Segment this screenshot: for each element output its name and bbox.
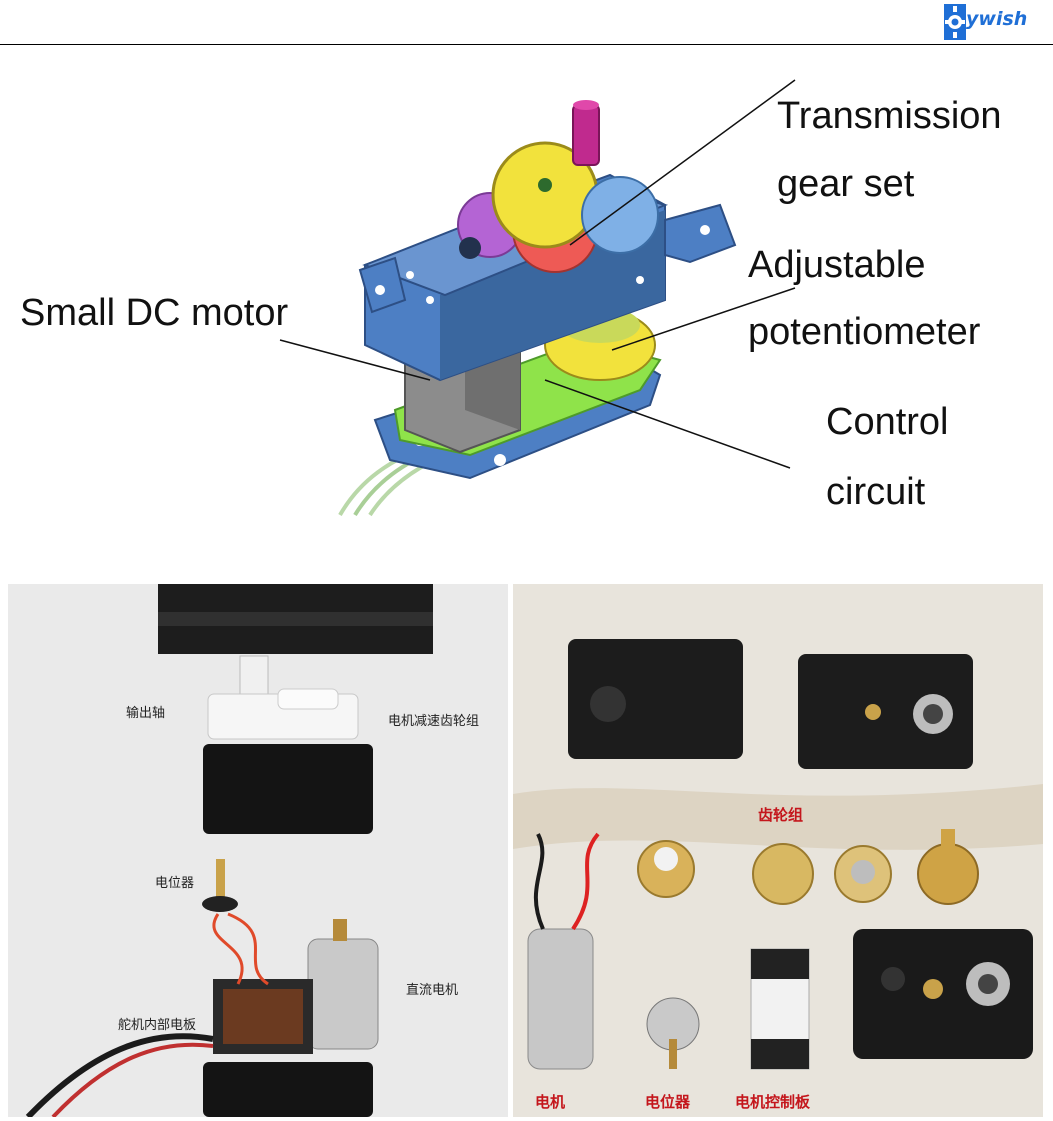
callout-control-line1: Control [826, 401, 949, 443]
exploded-servo-illustration [8, 584, 508, 1120]
servo-parts-photo: 齿轮组 电机 电位器 电机控制板 [513, 584, 1043, 1117]
servo-photos: 输出轴 电机减速齿轮组 电位器 直流电机 舵机内部电板 [8, 584, 1043, 1120]
servo-illustration [279, 79, 796, 517]
label-internal-board: 舵机内部电板 [118, 1018, 197, 1033]
header-divider [0, 44, 1053, 45]
label-potentiometer-part: 电位器 [645, 1093, 691, 1111]
callout-motor: Small DC motor [20, 292, 289, 334]
gear-logo-icon [944, 4, 966, 40]
callout-adjustable-line1: Adjustable [748, 244, 926, 286]
label-potentiometer: 电位器 [155, 876, 195, 891]
callout-transmission-line1: Transmission [777, 95, 1002, 137]
callout-control-line2: circuit [826, 471, 926, 513]
servo-diagram: Transmission gear set Adjustable potenti… [0, 60, 1053, 530]
label-control-board: 电机控制板 [735, 1093, 811, 1111]
label-dc-motor: 直流电机 [406, 983, 459, 998]
callout-transmission-line2: gear set [777, 163, 915, 205]
exploded-servo-photo: 输出轴 电机减速齿轮组 电位器 直流电机 舵机内部电板 [8, 584, 508, 1120]
label-output-shaft: 输出轴 [126, 706, 166, 721]
label-motor: 电机 [535, 1093, 566, 1111]
brand-name: ywish [966, 8, 1028, 30]
callout-adjustable-line2: potentiometer [748, 311, 981, 353]
label-gear-group: 齿轮组 [758, 806, 804, 824]
servo-parts-illustration [513, 584, 1043, 1117]
label-gear-set: 电机减速齿轮组 [388, 714, 480, 729]
page-header: ywish [0, 0, 1053, 46]
